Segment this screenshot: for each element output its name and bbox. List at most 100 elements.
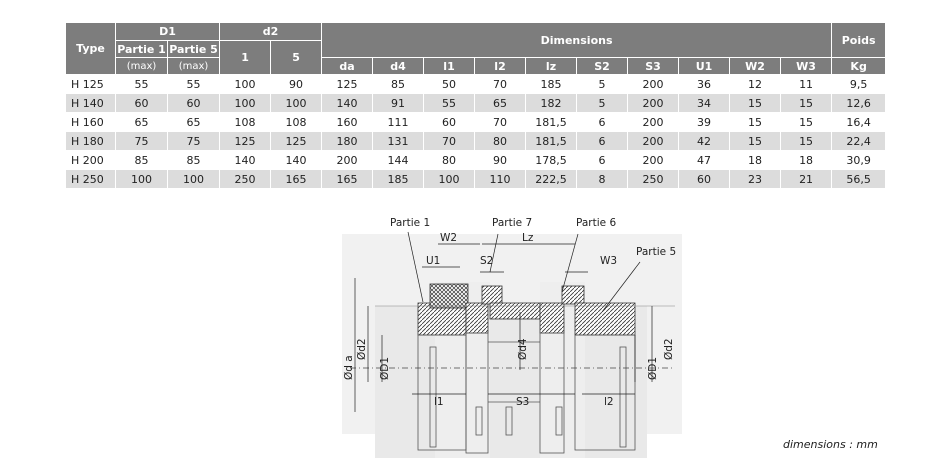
value-cell: 9,5: [831, 74, 887, 94]
value-cell: 6: [576, 131, 629, 151]
value-cell: 85: [115, 150, 168, 170]
coupling-drawing: Partie 1 Partie 7 Partie 6 Partie 5 W2 L…: [342, 217, 682, 458]
value-cell: 160: [321, 112, 374, 132]
value-cell: 108: [219, 112, 272, 132]
label-s3: S3: [516, 396, 529, 408]
header-max-5: (max): [166, 57, 221, 75]
value-cell: 181,5: [525, 112, 578, 132]
value-cell: 15: [729, 131, 782, 151]
header-d2-5: 5: [270, 40, 323, 75]
value-cell: 100: [219, 74, 272, 94]
value-cell: 90: [474, 150, 527, 170]
value-cell: 85: [166, 150, 221, 170]
value-cell: 34: [678, 93, 731, 113]
value-cell: 70: [423, 131, 476, 151]
value-cell: 22,4: [831, 131, 887, 151]
value-cell: 100: [115, 169, 168, 189]
value-cell: 91: [372, 93, 425, 113]
header-dim-col: lz: [525, 57, 578, 75]
value-cell: 100: [219, 93, 272, 113]
bolt-left: [481, 285, 503, 305]
value-cell: 80: [423, 150, 476, 170]
value-cell: 108: [270, 112, 323, 132]
header-dim-col: l2: [474, 57, 527, 75]
value-cell: 200: [627, 112, 680, 132]
label-da: Ød a: [343, 355, 355, 380]
value-cell: 12: [729, 74, 782, 94]
label-d4: Ød4: [517, 338, 529, 360]
value-cell: 55: [423, 93, 476, 113]
value-cell: 15: [780, 93, 833, 113]
header-type: Type: [65, 22, 116, 75]
header-dim-col: S3: [627, 57, 680, 75]
value-cell: 21: [780, 169, 833, 189]
header-partie5: Partie 5: [166, 40, 221, 58]
value-cell: 200: [627, 131, 680, 151]
value-cell: 23: [729, 169, 782, 189]
value-cell: 165: [270, 169, 323, 189]
right-flange-section: [539, 302, 565, 334]
value-cell: 60: [423, 112, 476, 132]
label-u1: U1: [426, 255, 440, 267]
value-cell: 222,5: [525, 169, 578, 189]
header-d1: D1: [114, 22, 221, 41]
value-cell: 165: [321, 169, 374, 189]
value-cell: 55: [166, 74, 221, 94]
label-d1-left: ØD1: [379, 357, 391, 380]
header-dim-col: l1: [423, 57, 476, 75]
header-dim-col: W3: [780, 57, 833, 75]
lower-outline: [417, 332, 636, 454]
label-w2: W2: [440, 232, 457, 244]
header-poids: Poids: [831, 22, 887, 58]
value-cell: 6: [576, 150, 629, 170]
type-cell: H 200: [65, 150, 116, 170]
value-cell: 70: [474, 74, 527, 94]
value-cell: 131: [372, 131, 425, 151]
header-d2: d2: [219, 22, 323, 41]
type-cell: H 160: [65, 112, 116, 132]
value-cell: 185: [372, 169, 425, 189]
value-cell: 110: [474, 169, 527, 189]
value-cell: 56,5: [831, 169, 887, 189]
header-d2-1: 1: [219, 40, 272, 75]
value-cell: 16,4: [831, 112, 887, 132]
value-cell: 100: [166, 169, 221, 189]
elastic-element: [429, 283, 469, 309]
value-cell: 6: [576, 112, 629, 132]
value-cell: 15: [729, 112, 782, 132]
value-cell: 60: [678, 169, 731, 189]
value-cell: 8: [576, 169, 629, 189]
header-dim-col: da: [321, 57, 374, 75]
header-dim-col: d4: [372, 57, 425, 75]
value-cell: 250: [219, 169, 272, 189]
value-cell: 15: [780, 131, 833, 151]
value-cell: 12,6: [831, 93, 887, 113]
units-note: dimensions : mm: [783, 438, 878, 451]
header-partie1: Partie 1: [115, 40, 168, 58]
header-dimensions: Dimensions: [321, 22, 833, 58]
value-cell: 140: [219, 150, 272, 170]
value-cell: 50: [423, 74, 476, 94]
value-cell: 30,9: [831, 150, 887, 170]
label-d2-right: Ød2: [663, 338, 675, 360]
value-cell: 185: [525, 74, 578, 94]
value-cell: 125: [321, 74, 374, 94]
value-cell: 65: [166, 112, 221, 132]
value-cell: 18: [780, 150, 833, 170]
value-cell: 200: [321, 150, 374, 170]
type-cell: H 180: [65, 131, 116, 151]
value-cell: 85: [372, 74, 425, 94]
label-d1-right: ØD1: [647, 357, 659, 380]
value-cell: 90: [270, 74, 323, 94]
value-cell: 42: [678, 131, 731, 151]
value-cell: 181,5: [525, 131, 578, 151]
label-partie6: Partie 6: [576, 217, 616, 229]
value-cell: 200: [627, 93, 680, 113]
value-cell: 180: [321, 131, 374, 151]
value-cell: 111: [372, 112, 425, 132]
